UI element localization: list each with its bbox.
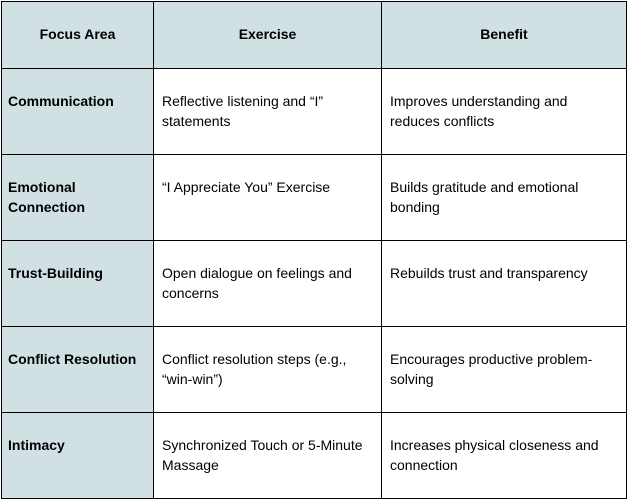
benefit-cell: Builds gratitude and emotional bonding: [381, 154, 627, 241]
exercise-cell: “I Appreciate You” Exercise: [153, 154, 382, 241]
focus-area-cell: Intimacy: [1, 412, 154, 499]
focus-area-cell: Trust-Building: [1, 240, 154, 327]
header-exercise: Exercise: [153, 1, 382, 69]
header-focus-area: Focus Area: [1, 1, 154, 69]
exercise-cell: Conflict resolution steps (e.g., “win-wi…: [153, 326, 382, 413]
header-row: Focus Area Exercise Benefit: [1, 1, 627, 69]
focus-area-cell: Conflict Resolution: [1, 326, 154, 413]
table-header: Focus Area Exercise Benefit: [1, 1, 627, 69]
exercise-cell: Reflective listening and “I” statements: [153, 68, 382, 155]
exercise-cell: Synchronized Touch or 5-Minute Massage: [153, 412, 382, 499]
table-row: Communication Reflective listening and “…: [1, 68, 627, 155]
benefit-cell: Encourages productive problem-solving: [381, 326, 627, 413]
focus-area-cell: Emotional Connection: [1, 154, 154, 241]
benefit-cell: Improves understanding and reduces confl…: [381, 68, 627, 155]
table-row: Conflict Resolution Conflict resolution …: [1, 326, 627, 413]
table-row: Intimacy Synchronized Touch or 5-Minute …: [1, 412, 627, 499]
table-row: Trust-Building Open dialogue on feelings…: [1, 240, 627, 327]
exercise-cell: Open dialogue on feelings and concerns: [153, 240, 382, 327]
table-body: Communication Reflective listening and “…: [1, 68, 627, 499]
header-benefit: Benefit: [381, 1, 627, 69]
benefit-cell: Increases physical closeness and connect…: [381, 412, 627, 499]
table-row: Emotional Connection “I Appreciate You” …: [1, 154, 627, 241]
benefit-cell: Rebuilds trust and transparency: [381, 240, 627, 327]
focus-area-cell: Communication: [1, 68, 154, 155]
